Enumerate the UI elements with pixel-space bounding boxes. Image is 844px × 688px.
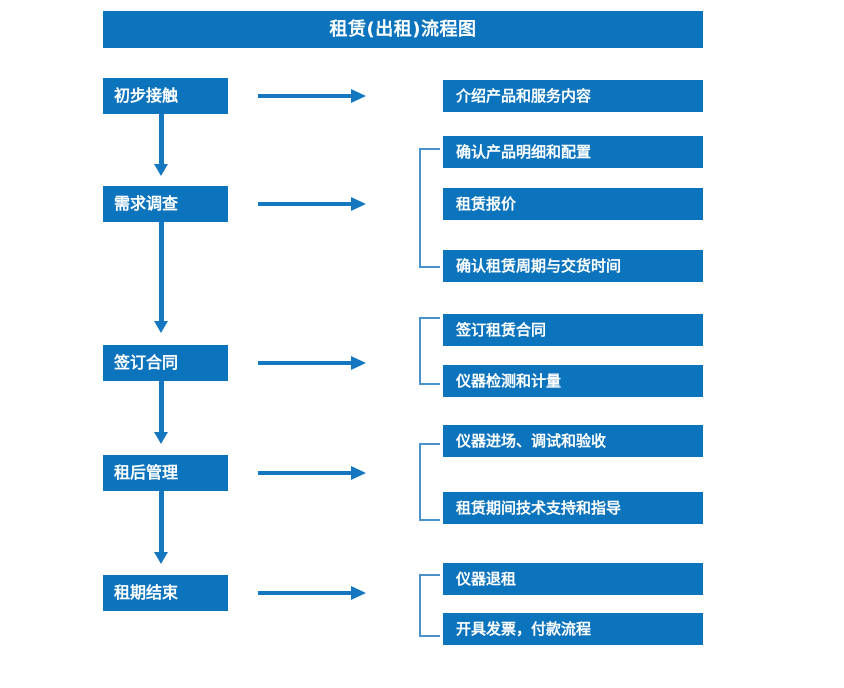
arrow-shaft [258,94,351,98]
right-arrow-icon [258,586,366,600]
arrow-head [154,321,168,333]
stage-label: 初步接触 [114,86,179,105]
arrow-shaft [159,222,164,322]
group-bracket [419,574,440,637]
down-arrow-icon [154,381,168,444]
detail-label: 仪器退租 [456,569,517,588]
right-arrow-icon [258,89,366,103]
detail-box[interactable]: 开具发票，付款流程 [443,613,703,645]
detail-box[interactable]: 签订租赁合同 [443,314,703,346]
detail-box[interactable]: 介绍产品和服务内容 [443,80,703,112]
page-title: 租赁(出租)流程图 [329,18,477,40]
detail-label: 确认租赁周期与交货时间 [456,256,622,275]
right-arrow-icon [258,466,366,480]
arrow-head [351,586,366,600]
stage-label: 租后管理 [114,463,179,482]
detail-label: 开具发票，付款流程 [456,619,592,638]
flowchart-title-bar: 租赁(出租)流程图 [103,11,703,48]
arrow-shaft [159,381,164,433]
arrow-shaft [258,471,351,475]
detail-box[interactable]: 确认租赁周期与交货时间 [443,250,703,282]
arrow-head [351,466,366,480]
right-arrow-icon [258,356,366,370]
arrow-head [154,432,168,444]
detail-label: 租赁报价 [456,194,517,213]
stage-box[interactable]: 租期结束 [103,575,228,611]
arrow-head [351,356,366,370]
down-arrow-icon [154,222,168,333]
right-arrow-icon [258,197,366,211]
stage-box[interactable]: 初步接触 [103,78,228,114]
detail-box[interactable]: 确认产品明细和配置 [443,136,703,168]
arrow-head [351,197,366,211]
detail-box[interactable]: 仪器进场、调试和验收 [443,425,703,457]
arrow-shaft [258,202,351,206]
stage-box[interactable]: 租后管理 [103,455,228,491]
group-bracket [419,317,440,385]
arrow-head [154,164,168,176]
detail-label: 仪器检测和计量 [456,371,562,390]
detail-box[interactable]: 仪器检测和计量 [443,365,703,397]
arrow-shaft [159,491,164,553]
detail-label: 仪器进场、调试和验收 [456,431,607,450]
arrow-shaft [258,591,351,595]
group-bracket [419,443,440,521]
detail-label: 租赁期间技术支持和指导 [456,498,622,517]
arrow-shaft [258,361,351,365]
detail-box[interactable]: 仪器退租 [443,563,703,595]
stage-label: 签订合同 [114,353,179,372]
detail-label: 签订租赁合同 [456,320,547,339]
stage-box[interactable]: 签订合同 [103,345,228,381]
detail-label: 介绍产品和服务内容 [456,86,592,105]
stage-box[interactable]: 需求调查 [103,186,228,222]
detail-box[interactable]: 租赁期间技术支持和指导 [443,492,703,524]
detail-label: 确认产品明细和配置 [456,142,592,161]
arrow-head [351,89,366,103]
group-bracket [419,148,440,268]
down-arrow-icon [154,491,168,564]
arrow-shaft [159,114,164,165]
down-arrow-icon [154,114,168,176]
stage-label: 需求调查 [114,194,179,213]
detail-box[interactable]: 租赁报价 [443,188,703,220]
stage-label: 租期结束 [114,583,179,602]
arrow-head [154,552,168,564]
